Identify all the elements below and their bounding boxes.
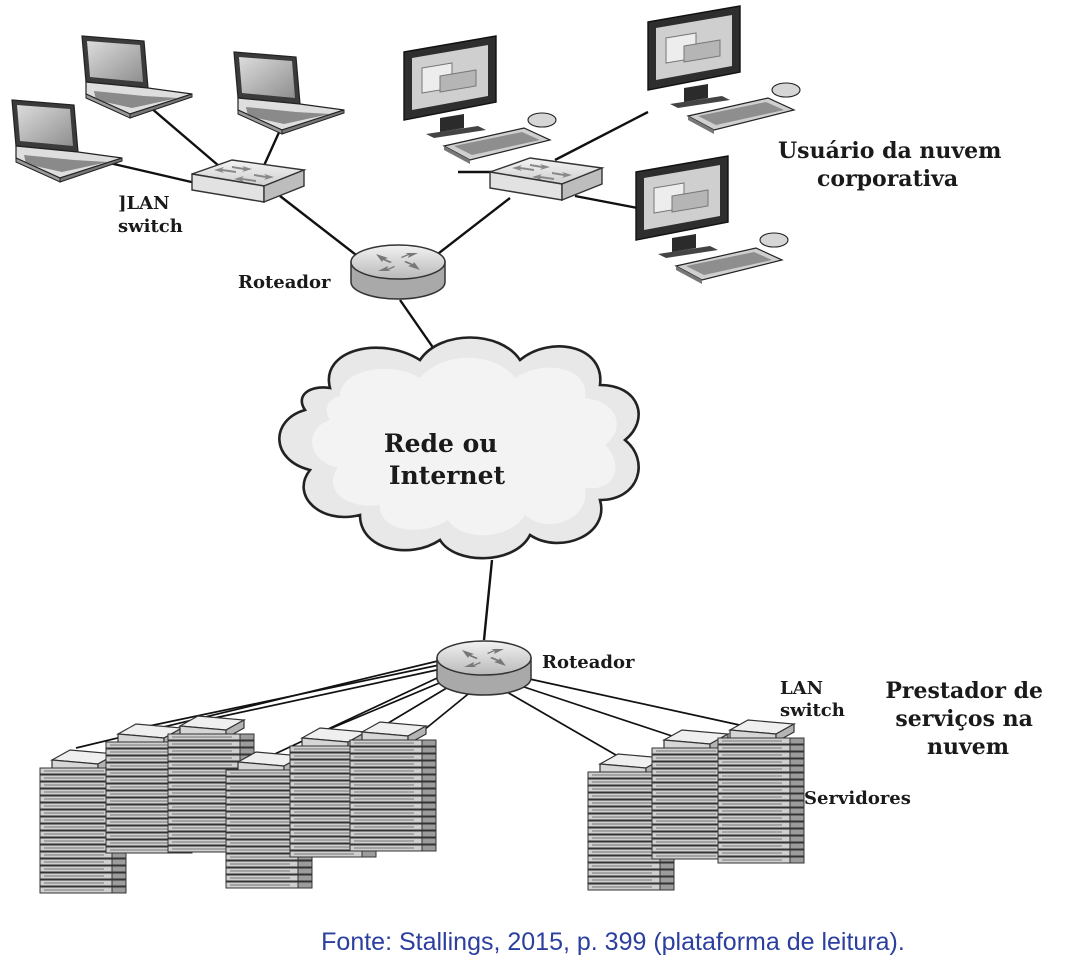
provider-label: Prestador de serviços na nuvem bbox=[885, 678, 1050, 760]
lan-switch-icon bbox=[727, 719, 797, 744]
desktop-computer-icon bbox=[647, 5, 801, 135]
router-top-label: Roteador bbox=[238, 272, 331, 293]
cloud-user-line-1: Usuário da nuvem bbox=[778, 138, 1001, 164]
server-rack-icon bbox=[349, 721, 437, 852]
provider-links bbox=[75, 659, 745, 763]
router-bottom-label: Roteador bbox=[542, 652, 635, 673]
network-line-2: Internet bbox=[389, 461, 506, 490]
router-icon bbox=[436, 640, 532, 696]
desktop-computer-icon bbox=[403, 35, 557, 165]
lan-switch-right-line-2: switch bbox=[780, 700, 845, 721]
lan-switch-icon bbox=[191, 159, 305, 203]
provider-line-2: serviços na bbox=[895, 706, 1032, 732]
provider-line-1: Prestador de bbox=[885, 678, 1043, 704]
desktop-computer-icon bbox=[635, 155, 789, 285]
source-caption-text: Fonte: Stallings, 2015, p. 399 (platafor… bbox=[321, 928, 905, 956]
cloud-user-label: Usuário da nuvem corporativa bbox=[778, 138, 1009, 192]
cloud-user-line-2: corporativa bbox=[817, 166, 958, 192]
lan-switch-right-label: LAN switch bbox=[780, 678, 845, 721]
laptop-icon bbox=[11, 99, 123, 183]
server-racks bbox=[39, 715, 805, 894]
lan-switch-left-line-1: ]LAN bbox=[118, 193, 170, 214]
provider-line-3: nuvem bbox=[927, 734, 1009, 760]
lan-switch-left-label: ]LAN switch bbox=[118, 193, 183, 237]
router-icon bbox=[350, 244, 446, 300]
lan-switch-left-line-2: switch bbox=[118, 216, 183, 237]
network-label: Rede ou Internet bbox=[384, 429, 506, 490]
server-rack-icon bbox=[717, 719, 805, 864]
network-line-1: Rede ou bbox=[384, 429, 498, 458]
laptop-icon bbox=[233, 51, 345, 135]
laptop-icon bbox=[81, 35, 193, 119]
source-caption: Fonte: Stallings, 2015, p. 399 (platafor… bbox=[0, 928, 1066, 957]
lan-switch-icon bbox=[489, 157, 603, 201]
cloud-inner-icon bbox=[312, 357, 617, 536]
lan-switch-right-line-1: LAN bbox=[780, 678, 823, 699]
servers-label: Servidores bbox=[804, 788, 911, 809]
